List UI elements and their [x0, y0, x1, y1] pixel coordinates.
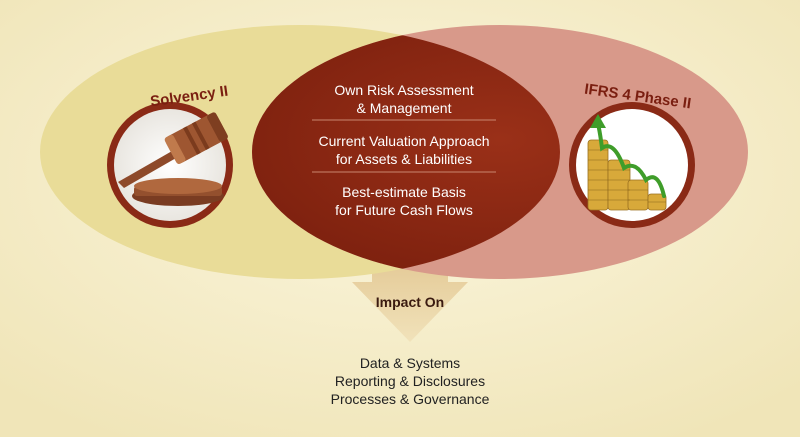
- overlap-item: Best-estimate Basis for Future Cash Flow…: [304, 183, 504, 219]
- overlap-item-line2: & Management: [356, 100, 452, 116]
- gavel-icon: [118, 112, 228, 206]
- impact-item: Processes & Governance: [330, 391, 490, 407]
- overlap-item-line2: for Assets & Liabilities: [335, 151, 473, 167]
- overlap-item-line1: Current Valuation Approach: [318, 133, 490, 149]
- overlap-item-line1: Own Risk Assessment: [334, 82, 474, 98]
- overlap-item-line2: for Future Cash Flows: [335, 202, 473, 218]
- impact-item: Reporting & Disclosures: [334, 373, 486, 389]
- overlap-item: Own Risk Assessment & Management: [304, 81, 504, 117]
- impacts-list: Data & Systems Reporting & Disclosures P…: [300, 354, 520, 408]
- impact-on-label: Impact On: [375, 294, 445, 310]
- overlap-region: [252, 25, 560, 279]
- overlap-item: Current Valuation Approach for Assets & …: [304, 132, 504, 168]
- overlap-item-line1: Best-estimate Basis: [342, 184, 466, 200]
- rising-coins-arrow-icon: [587, 114, 667, 211]
- right-photo-circle: [569, 102, 695, 228]
- left-photo-circle: [107, 102, 233, 228]
- impact-item: Data & Systems: [359, 355, 461, 371]
